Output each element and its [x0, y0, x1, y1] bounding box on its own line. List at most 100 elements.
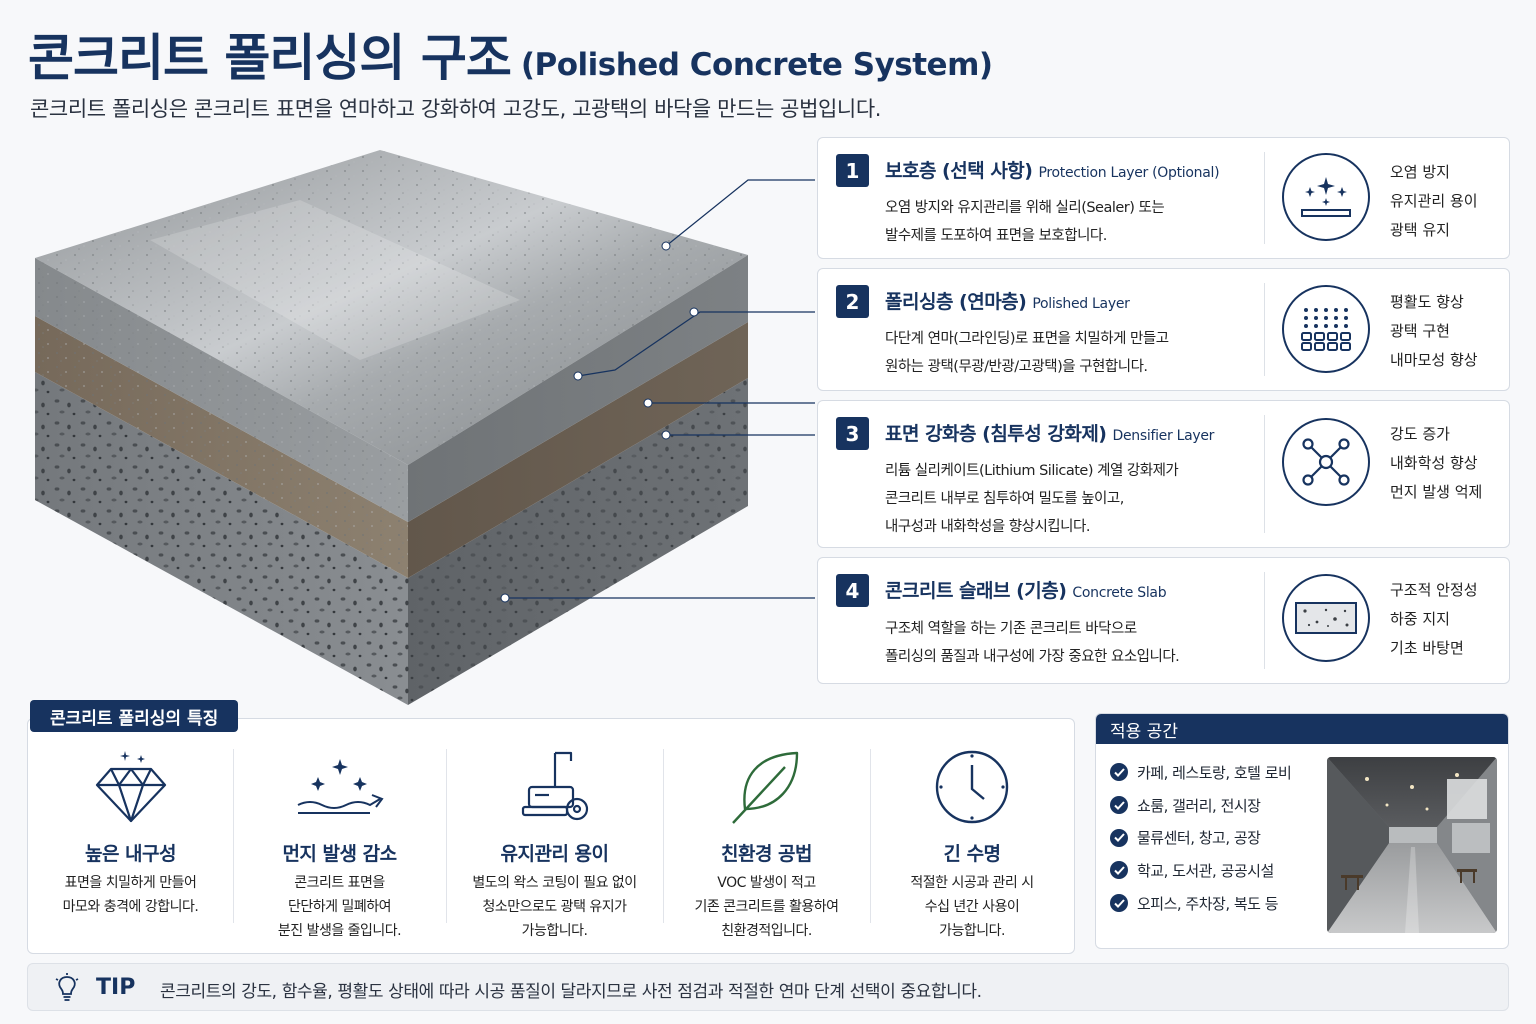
- feature-text: 오염 방지: [1390, 163, 1450, 181]
- feature-durability: 높은 내구성 표면을 치밀하게 만들어 마모와 충격에 강합니다.: [28, 719, 233, 953]
- title-english: (Polished Concrete System): [520, 47, 993, 83]
- list-item-label: 카페, 레스토랑, 호텔 로비: [1137, 763, 1292, 782]
- list-item-label: 쇼룸, 갤러리, 전시장: [1137, 796, 1261, 815]
- diamond-icon: [91, 747, 171, 831]
- desc-line: 단단하게 밀폐하여: [288, 899, 392, 915]
- list-item: 물류센터, 창고, 공장: [1110, 821, 1291, 854]
- feature-title: 친환경 공법: [720, 843, 813, 865]
- layer-number: 2: [836, 285, 869, 318]
- layer-title: 표면 강화층 (침투성 강화제) Densifier Layer: [885, 419, 1214, 446]
- feature-dust: 먼지 발생 감소 콘크리트 표면을 단단하게 밀폐하여 분진 발생을 줄입니다.: [233, 719, 446, 953]
- check-icon: [1110, 894, 1128, 913]
- divider: [1264, 415, 1265, 533]
- desc-line: 가능합니다.: [939, 923, 1005, 939]
- layer-number: 4: [836, 574, 869, 607]
- layer-card-protection: 1 보호층 (선택 사항)Protection Layer (Optional)…: [817, 137, 1510, 259]
- dust-reduction-icon: [292, 747, 388, 831]
- layer-number: 3: [836, 417, 869, 450]
- desc-line: VOC 발생이 적고: [717, 875, 816, 891]
- list-item: 오피스, 주차장, 복도 등: [1110, 887, 1291, 920]
- feature-description: 별도의 왁스 코팅이 필요 없이 청소만으로도 광택 유지가 가능합니다.: [446, 871, 663, 943]
- feature-lifespan: 긴 수명 적절한 시공과 관리 시 수십 년간 사용이 가능합니다.: [870, 719, 1074, 953]
- feature-text: 먼지 발생 억제: [1390, 483, 1483, 501]
- layer-features: 구조적 안정성 하중 지지 기초 바탕면: [1390, 576, 1478, 663]
- feature-title: 높은 내구성: [84, 843, 177, 865]
- tip-label: TIP: [96, 975, 136, 1000]
- desc-line: 적절한 시공과 관리 시: [910, 875, 1034, 891]
- layer-features: 평활도 향상 광택 구현 내마모성 향상: [1390, 288, 1478, 375]
- feature-description: 적절한 시공과 관리 시 수십 년간 사용이 가능합니다.: [870, 871, 1074, 943]
- feature-title: 유지관리 용이: [500, 843, 610, 865]
- floor-machine-icon: [515, 747, 595, 831]
- layer-title-en: Densifier Layer: [1112, 428, 1215, 444]
- clock-icon: [932, 747, 1012, 831]
- divider: [1264, 152, 1265, 244]
- feature-text: 구조적 안정성: [1390, 581, 1478, 599]
- list-item: 쇼룸, 갤러리, 전시장: [1110, 789, 1291, 822]
- divider: [870, 749, 871, 923]
- concrete-slab-illustration: [35, 150, 815, 705]
- applications-list: 카페, 레스토랑, 호텔 로비 쇼룸, 갤러리, 전시장 물류센터, 창고, 공…: [1110, 756, 1292, 920]
- desc-line: 청소만으로도 광택 유지가: [482, 899, 627, 915]
- feature-title: 긴 수명: [943, 843, 1001, 865]
- layer-description: 오염 방지와 유지관리를 위해 실리(Sealer) 또는 발수제를 도포하여 …: [885, 194, 1255, 250]
- polished-floor-photo: [1327, 757, 1497, 933]
- desc-line: 다단계 연마(그라인딩)로 표면을 치밀하게 만들고: [885, 331, 1169, 347]
- layer-title-en: Protection Layer (Optional): [1038, 165, 1220, 181]
- layer-title: 폴리싱층 (연마층) Polished Layer: [885, 287, 1130, 314]
- features-section-tag: 콘크리트 폴리싱의 특징: [30, 700, 239, 732]
- feature-maintenance: 유지관리 용이 별도의 왁스 코팅이 필요 없이 청소만으로도 광택 유지가 가…: [446, 719, 663, 953]
- layer-title-ko: 콘크리트 슬래브 (기층): [885, 580, 1067, 602]
- desc-line: 콘크리트 내부로 침투하여 밀도를 높이고,: [885, 491, 1124, 507]
- tip-text: 콘크리트의 강도, 함수율, 평활도 상태에 따라 시공 품질이 달라지므로 사…: [160, 982, 982, 1002]
- layer-title: 보호층 (선택 사항) Protection Layer (Optional): [885, 156, 1220, 183]
- check-icon: [1110, 796, 1128, 815]
- layer-title-ko: 보호층 (선택 사항): [885, 160, 1033, 182]
- feature-text: 유지관리 용이: [1390, 192, 1478, 210]
- title-korean: 콘크리트 폴리싱의 구조: [28, 29, 512, 87]
- list-item-label: 학교, 도서관, 공공시설: [1137, 861, 1274, 880]
- desc-line: 표면을 치밀하게 만들어: [64, 875, 197, 891]
- layer-title-ko: 폴리싱층 (연마층): [885, 291, 1027, 313]
- layer-description: 구조체 역할을 하는 기존 콘크리트 바닥으로 폴리싱의 품질과 내구성에 가장…: [885, 615, 1255, 671]
- feature-description: 표면을 치밀하게 만들어 마모와 충격에 강합니다.: [28, 871, 233, 919]
- page-subtitle: 콘크리트 폴리싱은 콘크리트 표면을 연마하고 강화하여 고강도, 고광택의 바…: [30, 97, 882, 121]
- list-item: 카페, 레스토랑, 호텔 로비: [1110, 756, 1292, 789]
- desc-line: 콘크리트 표면을: [294, 875, 385, 891]
- desc-line: 별도의 왁스 코팅이 필요 없이: [472, 875, 637, 891]
- list-item: 학교, 도서관, 공공시설: [1110, 854, 1291, 887]
- feature-text: 내마모성 향상: [1390, 351, 1478, 369]
- desc-line: 가능합니다.: [521, 923, 588, 939]
- feature-eco: 친환경 공법 VOC 발생이 적고 기존 콘크리트를 활용하여 친환경적입니다.: [663, 719, 870, 953]
- layer-description: 다단계 연마(그라인딩)로 표면을 치밀하게 만들고 원하는 광택(무광/반광/…: [885, 325, 1255, 381]
- desc-line: 발수제를 도포하여 표면을 보호합니다.: [885, 228, 1107, 244]
- desc-line: 기존 콘크리트를 활용하여: [694, 899, 839, 915]
- desc-line: 폴리싱의 품질과 내구성에 가장 중요한 요소입니다.: [885, 649, 1180, 665]
- layer-title-en: Polished Layer: [1032, 296, 1130, 312]
- feature-text: 광택 유지: [1390, 221, 1450, 239]
- slab-block-icon: [1282, 574, 1370, 662]
- lightbulb-icon: [54, 973, 80, 1007]
- layer-card-densifier: 3 표면 강화층 (침투성 강화제) Densifier Layer 리튬 실리케…: [817, 400, 1510, 548]
- leaf-icon: [727, 747, 807, 831]
- check-icon: [1110, 763, 1128, 782]
- desc-line: 수십 년간 사용이: [924, 899, 1020, 915]
- desc-line: 내구성과 내화학성을 향상시킵니다.: [885, 519, 1090, 535]
- feature-text: 하중 지지: [1390, 610, 1450, 628]
- molecule-icon: [1282, 418, 1370, 506]
- tip-bar: TIP 콘크리트의 강도, 함수율, 평활도 상태에 따라 시공 품질이 달라지…: [27, 963, 1509, 1011]
- applications-title: 적용 공간: [1096, 714, 1508, 744]
- list-item-label: 물류센터, 창고, 공장: [1137, 829, 1261, 848]
- list-item-label: 오피스, 주차장, 복도 등: [1137, 894, 1279, 913]
- desc-line: 리튬 실리케이트(Lithium Silicate) 계열 강화제가: [885, 463, 1179, 479]
- layer-title-ko: 표면 강화층 (침투성 강화제): [885, 423, 1107, 445]
- divider: [1264, 572, 1265, 669]
- desc-line: 원하는 광택(무광/반광/고광택)을 구현합니다.: [885, 359, 1148, 375]
- applications-panel: 적용 공간 카페, 레스토랑, 호텔 로비 쇼룸, 갤러리, 전시장 물류센터,…: [1095, 713, 1509, 949]
- layer-card-polished: 2 폴리싱층 (연마층) Polished Layer 다단계 연마(그라인딩)로…: [817, 268, 1510, 391]
- layer-card-slab: 4 콘크리트 슬래브 (기층)Concrete Slab 구조체 역할을 하는 …: [817, 557, 1510, 684]
- check-icon: [1110, 861, 1128, 880]
- features-panel: 높은 내구성 표면을 치밀하게 만들어 마모와 충격에 강합니다. 먼지 발생 …: [27, 718, 1075, 954]
- check-icon: [1110, 828, 1128, 847]
- layer-features: 오염 방지 유지관리 용이 광택 유지: [1390, 158, 1478, 245]
